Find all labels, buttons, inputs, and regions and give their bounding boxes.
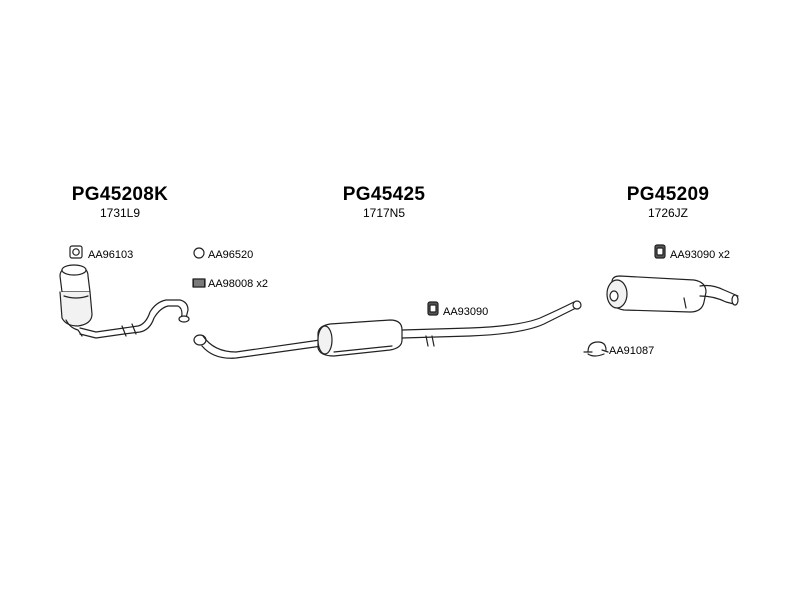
catalytic-converter <box>59 264 93 337</box>
group-ref-rear: 1726JZ <box>647 206 689 220</box>
rubber-mount-icon <box>427 301 439 316</box>
group-code-front: PG45208K <box>71 184 169 205</box>
label-spring-bolt: AA98008 x2 <box>208 278 268 290</box>
middle-silencer <box>317 319 403 357</box>
label-mount-rear: AA93090 x2 <box>670 249 730 261</box>
spring-bolt-icon <box>192 278 206 288</box>
middle-pipe <box>193 334 323 359</box>
label-mount-center: AA93090 <box>443 306 489 318</box>
rubber-mount-icon <box>654 244 666 259</box>
group-ref-middle: 1717N5 <box>362 206 406 220</box>
label-gasket: AA96103 <box>88 249 134 261</box>
group-code-rear: PG45209 <box>626 184 710 205</box>
ring-icon <box>193 247 205 259</box>
clamp-icon <box>583 341 609 357</box>
rear-silencer <box>606 275 739 313</box>
label-clamp: AA91087 <box>609 345 655 357</box>
group-ref-front: 1731L9 <box>99 206 141 220</box>
front-pipe <box>79 299 189 333</box>
gasket-icon <box>69 245 83 259</box>
group-code-middle: PG45425 <box>342 184 426 205</box>
label-ring: AA96520 <box>208 249 254 261</box>
